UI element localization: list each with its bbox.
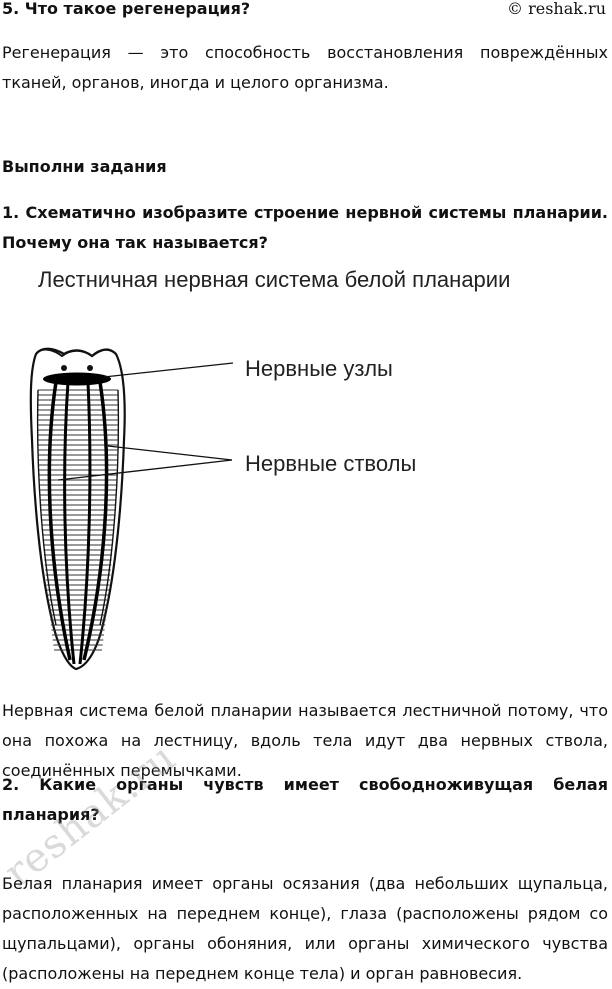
answer-1-text: Нервная система белой планарии называетс… (2, 701, 608, 780)
label-nerve-trunks: Нервные стволы (245, 451, 417, 476)
body-left-edge-shading (36, 389, 57, 626)
question-1-heading: 1. Схематично изобразите строение нервно… (2, 203, 608, 252)
figure-title: Лестничная нервная система белой планари… (38, 267, 511, 292)
tasks-heading: Выполни задания (2, 157, 167, 176)
nerve-trunk-left-inner (63, 381, 76, 665)
nerve-trunk-right-outer (82, 381, 109, 661)
answer-2-text: Белая планария имеет органы осязания (дв… (2, 874, 608, 983)
planaria-head-edge (35, 348, 117, 358)
site-watermark: © reshak.ru (507, 0, 606, 18)
pointer-trunks-1 (107, 445, 233, 461)
pointer-nodes (103, 362, 234, 378)
planaria-nervous-system-diagram (29, 347, 234, 671)
question-2-heading: 2. Какие органы чувств имеет свободножив… (2, 775, 608, 824)
answer-5-text: Регенерация — это способность восстановл… (2, 43, 608, 92)
label-nerve-nodes: Нервные узлы (245, 356, 393, 381)
eye-right (87, 365, 93, 371)
nerve-trunk-right-inner (78, 381, 92, 665)
question-5-heading: 5. Что такое регенерация? (2, 0, 251, 18)
body-right-edge-shading (99, 389, 120, 626)
nerve-trunk-left-outer (47, 381, 72, 661)
nerve-ganglia (43, 372, 111, 386)
pointer-trunks-2 (57, 459, 233, 481)
planaria-body-outline (29, 347, 126, 671)
eye-left (61, 365, 67, 371)
